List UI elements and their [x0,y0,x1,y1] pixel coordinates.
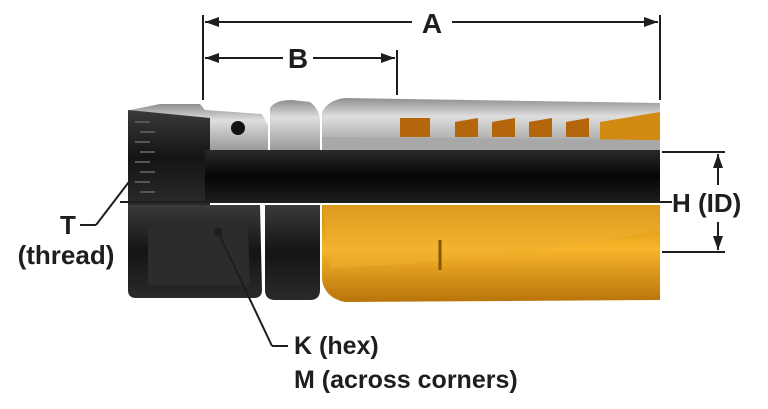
thread-label: T [60,210,76,240]
thread-sublabel: (thread) [18,240,115,270]
dimension-a-label: A [422,8,442,39]
dimension-b [205,50,398,95]
dimension-b-label: B [288,43,308,74]
bore [205,150,660,202]
dimension-h [662,151,725,253]
socket-section-upper [322,98,660,150]
thread-leader [80,169,139,226]
dimension-h-label: H (ID) [672,188,741,218]
nut-exterior-lower [128,205,320,300]
across-corners-label: M (across corners) [294,366,518,394]
dimension-a [202,15,661,100]
hex-leader [214,228,288,347]
threaded-end [128,110,210,205]
socket-exterior-lower [322,205,660,302]
hex-label: K (hex) [294,332,379,360]
